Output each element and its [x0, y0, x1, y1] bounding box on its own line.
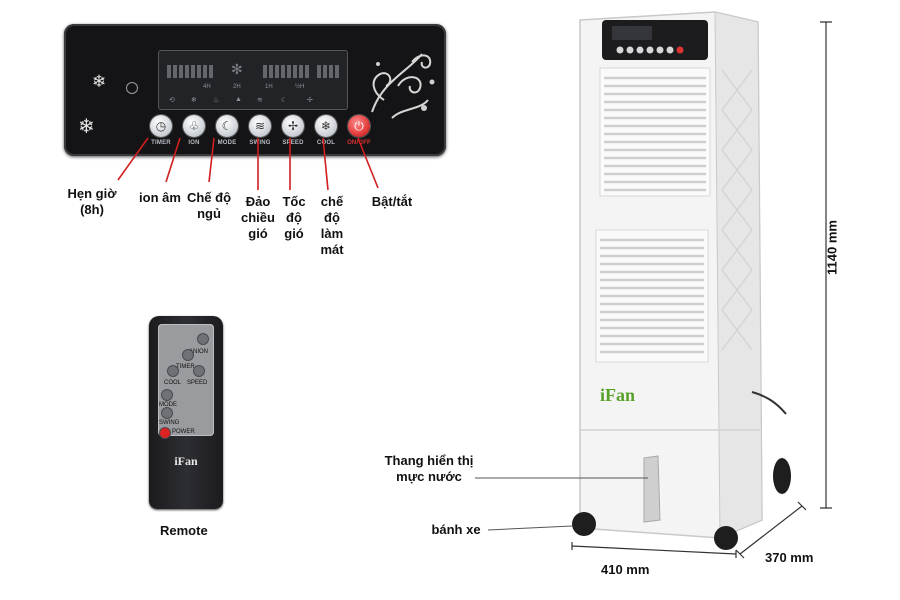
cooler-brand-logo: iFan — [600, 385, 636, 405]
timer-hour-label: ½H — [295, 84, 305, 90]
speed-callout: Tốc độ gió — [282, 194, 306, 241]
speed-button[interactable]: ✢ — [282, 115, 304, 137]
moon-mode-icon: ☾ — [221, 119, 233, 133]
ion-button[interactable]: ♧ — [183, 115, 205, 137]
timer-remote-button[interactable] — [183, 350, 193, 360]
timer-hour-label: 1H — [265, 84, 273, 90]
cool-callout: chế độ làm mát — [320, 194, 344, 257]
mode-callout: Chế độ ngủ — [186, 190, 232, 221]
timer-button[interactable]: ◷ — [150, 115, 172, 137]
wheel-callout: bánh xe — [431, 522, 481, 537]
control-panel: ❄ ❄ ✻ 4H 2H 1H ½H ⟲ ❄ ♨ ▲ ≋ ☾ ✢ ◷ ♧ ☾ ≋ — [64, 24, 446, 156]
ion-callout: ion âm — [139, 190, 181, 205]
cool-label: COOL — [316, 140, 336, 146]
timer-hour-label: 2H — [233, 84, 241, 90]
depth-dimension: 370 mm — [765, 550, 814, 565]
clock-icon: ◷ — [155, 119, 167, 133]
ion-label: ION — [188, 140, 200, 146]
cool-remote-button[interactable] — [168, 366, 178, 376]
speed-label: SPEED — [282, 140, 304, 146]
timer-hour-label: 4H — [203, 84, 211, 90]
swing-button[interactable]: ≋ — [249, 115, 271, 137]
power-callout: Bật/tắt — [371, 194, 413, 209]
water-gauge-callout: Thang hiển thị mực nước — [384, 453, 474, 484]
fan-icon: ✢ — [287, 119, 299, 133]
snowflake-icon: ❄ — [92, 72, 107, 91]
swing-callout: Đảo chiều gió — [241, 194, 275, 241]
timer-callout: Hẹn giờ (8h) — [67, 186, 117, 217]
power-label: ON/OFF — [347, 140, 371, 146]
swing-label: SWING — [249, 140, 271, 146]
width-dimension: 410 mm — [601, 562, 650, 577]
display-icon: ✢ — [307, 97, 313, 104]
anion-remote-button[interactable] — [198, 334, 208, 344]
anion-icon: ♧ — [188, 119, 200, 133]
mode-button[interactable]: ☾ — [216, 115, 238, 137]
snowflake-icon: ❄ — [78, 116, 95, 138]
timer-label: TIMER — [151, 140, 171, 146]
panel-display: ✻ 4H 2H 1H ½H ⟲ ❄ ♨ ▲ ≋ ☾ ✢ — [158, 50, 348, 110]
display-icon: ☾ — [281, 97, 288, 104]
cool-button[interactable]: ❄ — [315, 115, 337, 137]
display-icon: ♨ — [213, 97, 220, 104]
display-icon: ⟲ — [169, 97, 175, 104]
mode-label: MODE — [217, 140, 237, 146]
fan-display-icon: ✻ — [231, 61, 243, 77]
display-icon: ≋ — [257, 97, 263, 104]
display-icon: ▲ — [235, 96, 242, 103]
remote-caption: Remote — [160, 523, 208, 538]
remote-brand-logo: iFan — [174, 454, 198, 468]
remote-button-panel: ANION TIMER COOL SPEED MODE SWING POWER — [158, 324, 214, 438]
swing-icon: ≋ — [254, 119, 266, 133]
snowflake-icon: ❄ — [320, 119, 332, 133]
speed-remote-button[interactable] — [194, 366, 204, 376]
swing-remote-button[interactable] — [162, 408, 172, 418]
power-icon: ⏻ — [354, 119, 364, 133]
height-dimension: 1140 mm — [824, 220, 840, 275]
power-button[interactable]: ⏻ — [348, 115, 370, 137]
air-cooler-illustration — [571, 11, 832, 559]
display-icon: ❄ — [191, 97, 197, 104]
mode-remote-button[interactable] — [162, 390, 172, 400]
floral-ornament — [371, 53, 435, 119]
indicator-light — [126, 82, 138, 94]
remote-control: ANION TIMER COOL SPEED MODE SWING POWER … — [149, 316, 223, 509]
power-remote-button[interactable] — [160, 428, 170, 438]
